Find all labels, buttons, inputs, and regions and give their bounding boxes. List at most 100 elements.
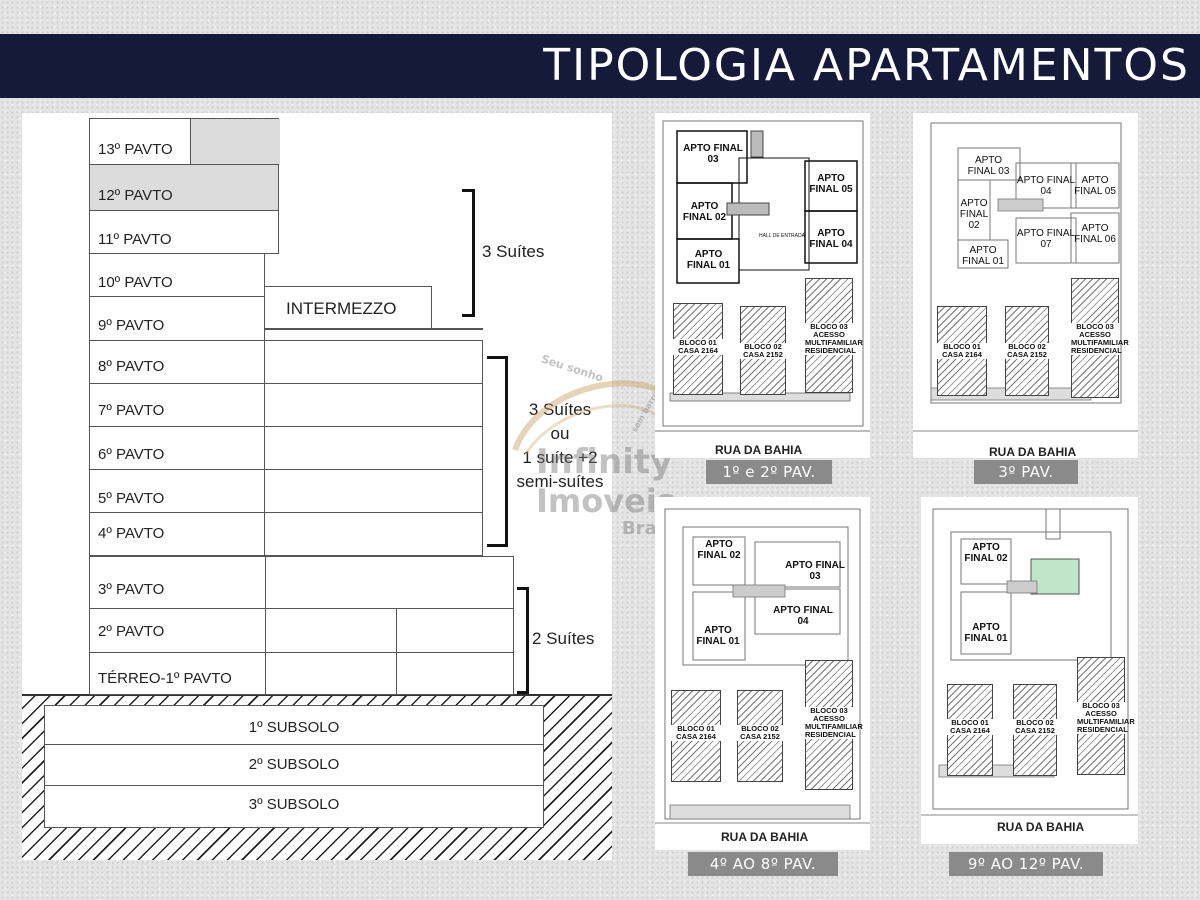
plan-4-bloco-label: BLOCO 03 ACESSO MULTIFAMILIAR RESIDENCIA… [1077,701,1135,734]
plan-4-bloco-label: BLOCO 01 CASA 2164 [947,719,993,735]
floor-plan-4: APTO FINAL 02 APTO FINAL 01 BLOCO 01 CAS… [921,497,1138,844]
tower-divider-1 [264,383,483,384]
tower-divider-2 [264,426,483,427]
basement-3: 3º SUBSOLO [44,785,544,828]
floor-label: 7º PAVTO [98,402,165,419]
floor-label: 10º PAVTO [98,274,173,291]
plan-4-apt: APTO FINAL 02 [964,542,1008,564]
bracket-mid [487,356,508,547]
floor-label: 2º PAVTO [98,623,165,640]
plan-1-apt: APTO FINAL 05 [809,173,853,195]
floor-label: 9º PAVTO [98,317,165,334]
plan-1-apt: APTO FINAL 03 [683,143,743,165]
plan-2-apt: APTO FINAL 06 [1074,223,1116,245]
bracket-bottom-label: 2 Suítes [532,629,595,648]
floor-12: 12º PAVTO [89,164,279,211]
plan-4-street: RUA DA BAHIA [997,820,1085,834]
floor-plan-3: APTO FINAL 02 APTO FINAL 03 APTO FINAL 0… [655,497,870,850]
ground-line [22,694,612,696]
floor-10: 10º PAVTO [89,253,265,297]
floor-3-divider [265,557,266,609]
floor-label: 3º PAVTO [98,581,165,598]
plan-3-outline [655,508,870,824]
bracket-mid-labels: 3 Suítes ou 1 suíte +2 semi-suítes [508,398,612,494]
plan-2-bloco-label: BLOCO 02 CASA 2152 [1005,343,1049,359]
bracket-mid-label: 1 suíte +2 [522,448,598,467]
floor-label: TÉRREO-1º PAVTO [98,670,232,687]
basement-1: 1º SUBSOLO [44,705,544,745]
plan-1-outline [655,120,870,432]
floor-plan-2: APTO FINAL 03 APTO FINAL 04 APTO FINAL 0… [913,113,1138,459]
plan-3-bloco-label: BLOCO 01 CASA 2164 [671,725,721,741]
floor-plan-1: APTO FINAL 03 APTO FINAL 02 APTO FINAL 0… [655,113,870,458]
plan-1-street: RUA DA BAHIA [715,443,803,457]
plan-1-bloco-label: BLOCO 03 ACESSO MULTIFAMILIAR RESIDENCIA… [805,322,863,355]
plan-3-apt: APTO FINAL 01 [696,625,740,647]
floor-5: 5º PAVTO [89,469,265,513]
bracket-top-label: 3 Suítes [482,242,545,261]
plan-2-apt: APTO FINAL 05 [1074,175,1116,197]
basement-label: 2º SUBSOLO [248,756,340,773]
plan-2-bloco-label: BLOCO 01 CASA 2164 [937,343,987,359]
bracket-top [462,189,475,317]
floor-6: 6º PAVTO [89,426,265,470]
floor-label: 5º PAVTO [98,490,165,507]
basement-label: 1º SUBSOLO [248,719,340,736]
infinity-watermark: Seu sonho sem barreiras Infinity Imoveis… [500,352,700,550]
floor-label: 13º PAVTO [98,141,173,158]
floor-7: 7º PAVTO [89,383,265,427]
floor-8: 8º PAVTO [89,340,265,384]
floor-2-divider-b [396,609,397,653]
plan-1-apt: APTO FINAL 04 [809,228,853,250]
plan-2-apt: APTO FINAL 04 [1016,175,1076,197]
floor-2-divider-a [265,609,266,653]
plan-4-bloco-label: BLOCO 02 CASA 2152 [1013,719,1057,735]
plan-2-apt: APTO FINAL 02 [959,198,989,231]
floor-label: 4º PAVTO [98,525,165,542]
floor-label: 8º PAVTO [98,358,165,375]
floor-3: 3º PAVTO [89,556,514,609]
floor-13: 13º PAVTO [89,118,280,165]
bracket-bottom [517,587,529,694]
intermezzo-deck [264,328,483,330]
tower-right-block [264,340,483,556]
plan-1-caption: 1º e 2º PAV. [706,460,832,484]
basement-label: 3º SUBSOLO [248,796,340,813]
plan-1-bloco-label: BLOCO 01 CASA 2164 [673,339,723,355]
plan-2-apt: APTO FINAL 03 [967,155,1010,177]
tower-divider-4 [264,512,483,513]
plan-1-bloco-label: BLOCO 02 CASA 2152 [740,343,786,359]
floor-4: 4º PAVTO [89,512,265,556]
tower-divider-3 [264,469,483,470]
floor-terreo: TÉRREO-1º PAVTO [89,652,514,695]
bracket-mid-label: 3 Suítes [528,400,592,419]
floor-terreo-divider-b [396,653,397,695]
floor-label: 11º PAVTO [98,231,172,248]
plan-3-caption: 4º AO 8º PAV. [688,852,838,876]
plan-3-bloco-label: BLOCO 03 ACESSO MULTIFAMILIAR RESIDENCIA… [805,706,863,739]
plan-1-hall-label: HALL DE ENTRADA [759,233,805,239]
bracket-mid-label: ou [550,424,570,443]
plan-2-apt: APTO FINAL 07 [1016,228,1076,250]
floor-13-shade [190,119,280,165]
floor-label: 6º PAVTO [98,446,165,463]
header-bar: TIPOLOGIA APARTAMENTOS [0,34,1200,98]
plan-3-bloco-label: BLOCO 02 CASA 2152 [737,725,783,741]
plan-3-apt: APTO FINAL 02 [697,539,741,561]
intermezzo-block: INTERMEZZO [264,286,432,329]
watermark-brand: Infinity [536,442,673,482]
intermezzo-label: INTERMEZZO [286,299,397,318]
basement-2: 2º SUBSOLO [44,744,544,786]
floor-9: 9º PAVTO [89,296,265,341]
building-section-diagram: 13º PAVTO 12º PAVTO 11º PAVTO 10º PAVTO … [22,113,612,860]
plan-4-apt: APTO FINAL 01 [964,622,1008,644]
floor-11: 11º PAVTO [89,210,279,254]
plan-3-street: RUA DA BAHIA [721,830,809,844]
floor-label: 12º PAVTO [98,187,173,204]
plan-2-caption: 3º PAV. [974,460,1078,484]
plan-2-bloco-label: BLOCO 03 ACESSO MULTIFAMILIAR RESIDENCIA… [1071,322,1129,355]
floor-2: 2º PAVTO [89,608,514,653]
bracket-mid-label: semi-suítes [516,472,604,491]
plan-3-apt: APTO FINAL 04 [773,605,833,627]
plan-2-apt: APTO FINAL 01 [962,245,1004,267]
